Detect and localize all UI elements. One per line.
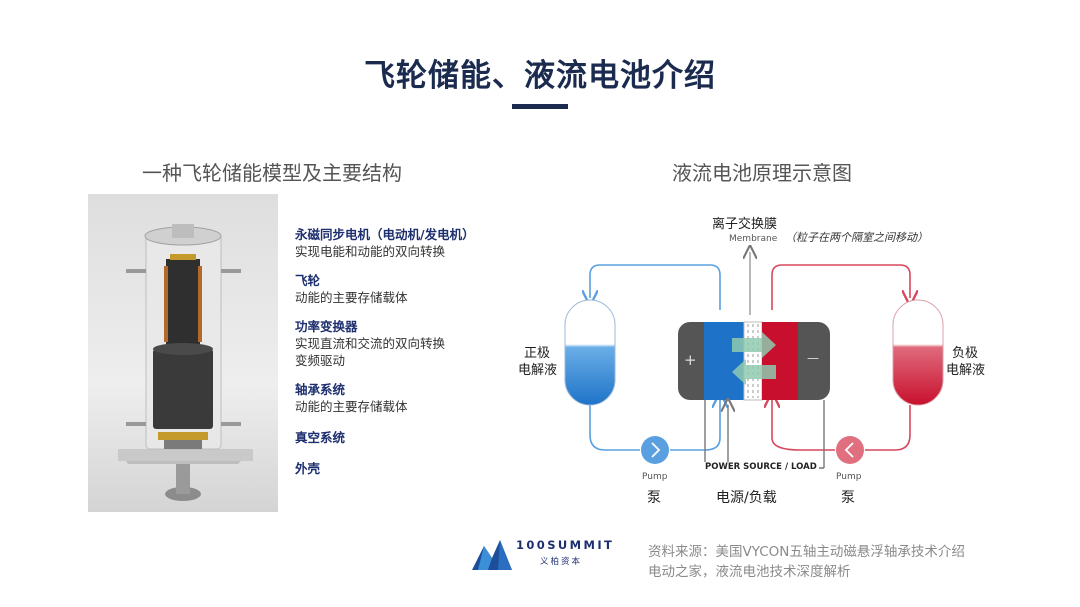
structure-desc: 动能的主要存储载体 (295, 290, 408, 305)
minus-sign: — (807, 351, 819, 365)
positive-electrolyte-label-2: 电解液 (518, 363, 558, 378)
structure-item-vacuum: 真空系统 (295, 429, 525, 446)
membrane-note: （粒子在两个隔室之间移动） (785, 231, 928, 244)
structure-desc: 动能的主要存储载体 (295, 399, 408, 414)
negative-electrolyte-label-1: 负极 (952, 346, 979, 361)
brand-logo (470, 532, 640, 572)
brand-name: 100SUMMIT (516, 538, 615, 552)
source-line-1: 资料来源：美国VYCON五轴主动磁悬浮轴承技术介绍 (648, 544, 965, 560)
structure-desc-2: 变频驱动 (295, 353, 346, 368)
structure-item-converter: 功率变换器 实现直流和交流的双向转换 变频驱动 (295, 318, 525, 369)
power-source-label-cn: 电源/负载 (716, 490, 777, 506)
membrane-label-en: Membrane (729, 234, 778, 244)
page-title: 飞轮储能、液流电池介绍 (364, 58, 716, 94)
brand-subname: 义柏资本 (540, 557, 583, 567)
structure-item-housing: 外壳 (295, 460, 525, 477)
pump-left-en: Pump (642, 472, 668, 482)
structure-desc: 实现电能和动能的双向转换 (295, 244, 446, 259)
flow-battery-diagram: 离子交换膜 Membrane （粒子在两个隔室之间移动） 正极 电解液 负极 电… (500, 200, 1020, 520)
structure-head: 飞轮 (295, 273, 321, 288)
pump-left-cn: 泵 (647, 490, 661, 506)
negative-electrolyte-label-2: 电解液 (946, 363, 986, 378)
pump-right-en: Pump (836, 472, 862, 482)
plus-sign: + (684, 351, 697, 369)
pump-right-cn: 泵 (841, 490, 855, 506)
source-note: 资料来源：美国VYCON五轴主动磁悬浮轴承技术介绍 电动之家，液流电池技术深度解… (648, 542, 965, 582)
structure-item-bearing: 轴承系统 动能的主要存储载体 (295, 381, 525, 415)
flywheel-structure-list: 永磁同步电机（电动机/发电机） 实现电能和动能的双向转换 飞轮 动能的主要存储载… (295, 226, 525, 489)
membrane-label-cn: 离子交换膜 (712, 217, 778, 232)
structure-head: 轴承系统 (295, 382, 346, 397)
structure-head: 功率变换器 (295, 319, 358, 334)
source-line-2: 电动之家，液流电池技术深度解析 (648, 564, 851, 580)
title-underline (512, 104, 568, 109)
flywheel-model-image (88, 194, 278, 512)
flow-battery-subtitle: 液流电池原理示意图 (672, 161, 852, 185)
structure-head: 真空系统 (295, 430, 346, 445)
power-source-label-en: POWER SOURCE / LOAD (703, 462, 819, 472)
structure-head: 外壳 (295, 461, 321, 476)
structure-item-motor: 永磁同步电机（电动机/发电机） 实现电能和动能的双向转换 (295, 226, 525, 260)
structure-head: 永磁同步电机（电动机/发电机） (295, 227, 475, 242)
structure-desc: 实现直流和交流的双向转换 (295, 336, 446, 351)
structure-item-flywheel: 飞轮 动能的主要存储载体 (295, 272, 525, 306)
positive-electrolyte-label-1: 正极 (524, 346, 551, 361)
flywheel-subtitle: 一种飞轮储能模型及主要结构 (142, 161, 402, 185)
